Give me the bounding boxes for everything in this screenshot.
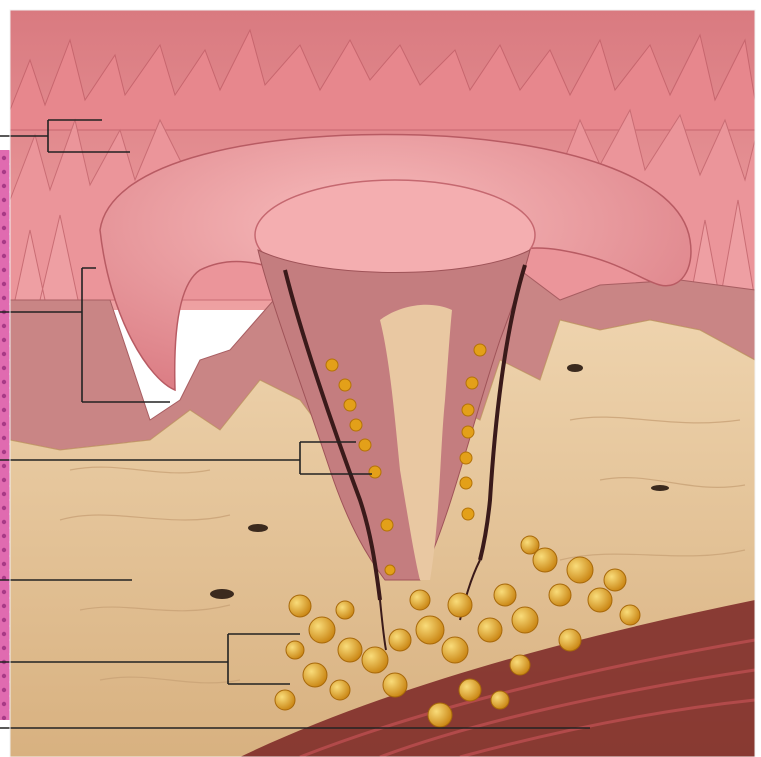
tongue-papilla-illustration <box>0 0 761 757</box>
